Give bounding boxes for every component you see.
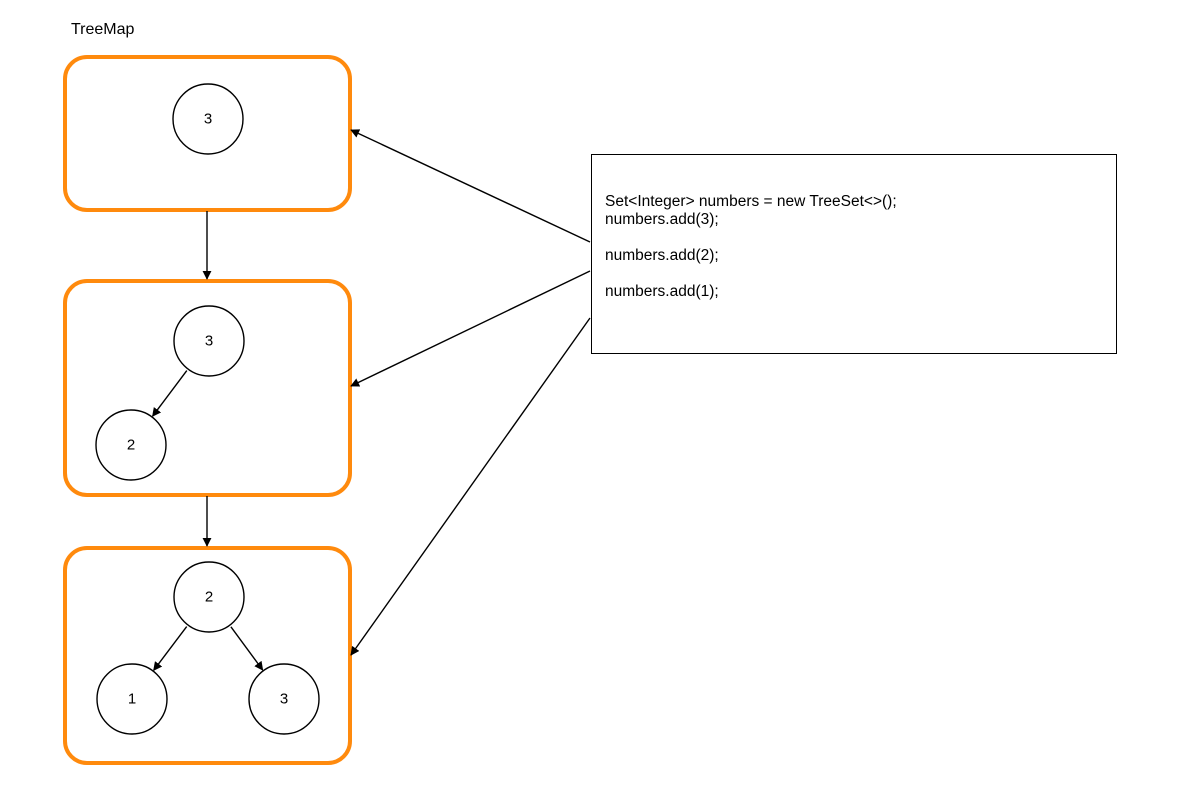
code-line-add-1: numbers.add(1); [605,283,719,300]
node-circle [173,305,245,377]
node-label: 3 [204,111,212,128]
code-to-state-2-arrow [350,270,591,387]
node-circle [172,83,244,155]
code-snippet-box: Set<Integer> numbers = new TreeSet<>(); … [591,154,1117,354]
tree-node-s3-n3: 3 [248,663,320,735]
node-label: 1 [128,691,136,708]
code-snippet: Set<Integer> numbers = new TreeSet<>(); … [605,193,897,301]
tree-node-s1-n3: 3 [172,83,244,155]
code-line-add-2: numbers.add(2); [605,247,719,264]
tree-node-s2-n2: 2 [95,409,167,481]
tree-node-s3-n1: 1 [96,663,168,735]
node-label: 3 [280,691,288,708]
tree-node-s3-n2: 2 [173,561,245,633]
node-label: 2 [127,437,135,454]
node-circle [248,663,320,735]
code-line-declaration: Set<Integer> numbers = new TreeSet<>(); [605,193,897,210]
code-to-state-1-arrow [350,129,591,243]
tree-nodes: 3 3 2 2 1 3 [95,83,320,735]
code-to-state-3-arrow [350,317,591,656]
diagram-title: TreeMap [71,21,135,38]
node-label: 2 [205,589,213,606]
tree-edges [152,370,264,671]
tree-edge-s3-n2-to-s3-n1 [153,626,188,671]
node-circle [173,561,245,633]
tree-node-s2-n3: 3 [173,305,245,377]
node-label: 3 [205,333,213,350]
tree-edge-s2-n3-to-s2-n2 [152,370,188,417]
tree-edge-s3-n2-to-s3-n3 [230,626,264,671]
node-circle [96,663,168,735]
node-circle [95,409,167,481]
code-line-add-3: numbers.add(3); [605,211,719,228]
